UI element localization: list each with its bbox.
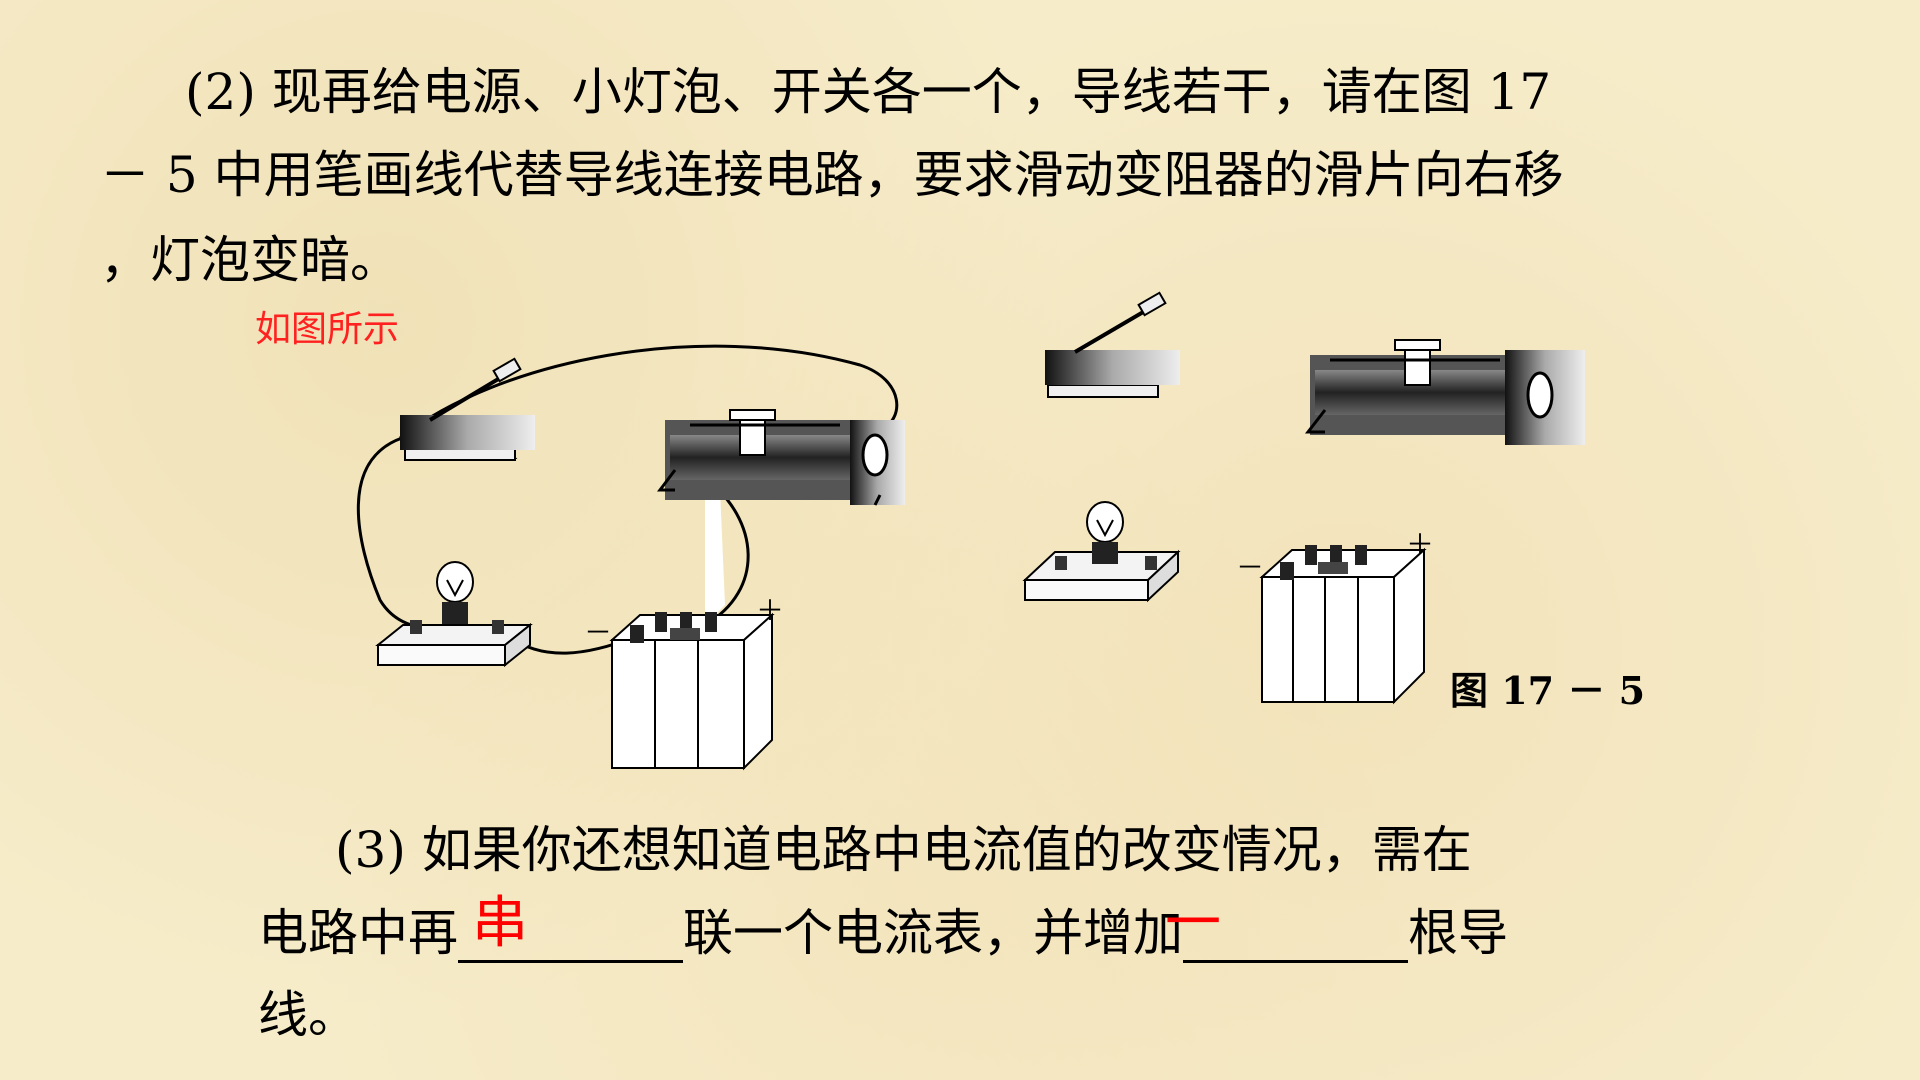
answer-1: 串 [472, 891, 528, 956]
rheostat [657, 409, 905, 506]
right-diagram [1022, 291, 1585, 705]
left-circuit [356, 344, 905, 771]
light-bulb [1022, 501, 1181, 603]
q2-line-2: － 5 中用笔画线代替导线连接电路，要求滑动变阻器的滑片向右移 [100, 146, 1564, 204]
q3-line-1: (3) 如果你还想知道电路中电流值的改变情况，需在 [335, 821, 1472, 879]
wire [399, 344, 899, 440]
right-battery-plus-sign: ＋ [1406, 528, 1435, 561]
answer-blank-1: 串 [458, 896, 683, 963]
knife-switch [400, 357, 535, 461]
wire [356, 436, 431, 630]
q2-line-3: ，灯泡变暗。 [100, 231, 400, 289]
q3-line-3: 线。 [258, 986, 358, 1044]
light-bulb [375, 561, 533, 668]
left-battery-minus-sign: － [584, 616, 613, 649]
right-battery-minus-sign: － [1236, 551, 1265, 584]
answer-blank-2: 一 [1165, 896, 1408, 963]
q3-text-part1: 电路中再 [258, 904, 458, 962]
answer-2: 一 [1165, 891, 1221, 956]
q3-text-part3: 根导 [1408, 904, 1508, 962]
left-battery-plus-sign: ＋ [756, 594, 785, 627]
rheostat [1304, 339, 1585, 445]
q2-line-1: (2) 现再给电源、小灯泡、开关各一个，导线若干，请在图 17 [185, 63, 1552, 121]
q3-line-2: 电路中再串联一个电流表，并增加一根导 [258, 896, 1508, 963]
knife-switch [1045, 291, 1180, 398]
figure-caption: 图 17 － 5 [1450, 668, 1646, 713]
battery [609, 612, 775, 771]
answer-note: 如图所示 [255, 309, 400, 350]
battery [1259, 545, 1427, 705]
q3-text-part2: 联一个电流表，并增加 [683, 904, 1183, 962]
